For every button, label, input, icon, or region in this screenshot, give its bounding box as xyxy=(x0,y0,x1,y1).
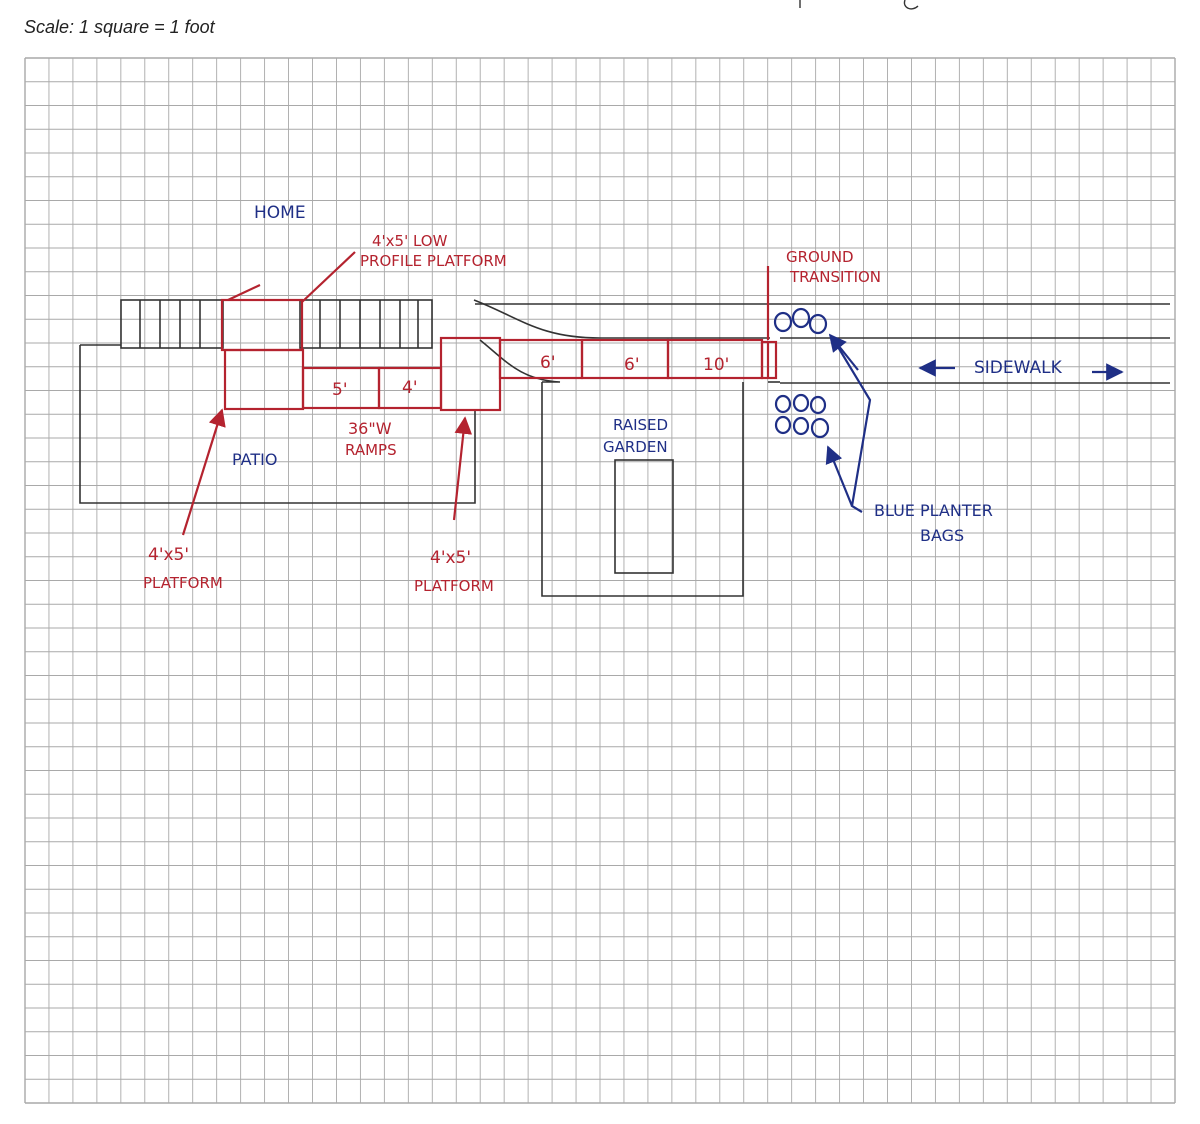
label-ground-transition-line2: TRANSITION xyxy=(789,268,881,286)
label-platform-left-line1: 4'x5' xyxy=(148,545,189,565)
ramp-layer xyxy=(181,251,778,536)
planter-bag xyxy=(792,416,810,436)
home-step-right xyxy=(299,299,433,349)
pencil-scribble xyxy=(799,0,919,10)
label-planter-bags-line1: BLUE PLANTER xyxy=(874,501,993,520)
garden-bed-inner xyxy=(614,459,674,574)
label-low-platform-line2: PROFILE PLATFORM xyxy=(360,252,507,270)
planter-layer xyxy=(773,307,1124,513)
label-ground-transition-line1: GROUND xyxy=(786,248,854,266)
planter-bag xyxy=(791,307,811,329)
label-ramps-caption-line2: RAMPS xyxy=(345,441,397,459)
platform-left xyxy=(223,348,305,411)
planter-bag xyxy=(808,313,828,335)
label-ramp-5ft: 5' xyxy=(332,380,348,400)
patio-outline xyxy=(79,345,476,504)
planter-bag xyxy=(773,311,793,333)
label-layer: HOME 4'x5' LOW PROFILE PLATFORM GROUND T… xyxy=(143,203,1063,595)
graph-paper-grid xyxy=(24,57,1176,1104)
label-ramps-caption-line1: 36"W xyxy=(348,419,392,438)
label-sidewalk: SIDEWALK xyxy=(974,358,1063,378)
arrow-platform-left xyxy=(181,408,226,536)
planter-bags-bracket xyxy=(831,336,872,513)
arrow-platform-mid xyxy=(452,416,473,521)
home-step-left xyxy=(120,299,224,349)
label-planter-bags-line2: BAGS xyxy=(920,526,964,545)
label-ramp-10ft: 10' xyxy=(703,355,729,375)
label-ramp-6ft-a: 6' xyxy=(540,353,556,373)
planter-bag xyxy=(774,394,792,414)
label-platform-mid-line1: 4'x5' xyxy=(430,548,471,568)
label-platform-mid-line2: PLATFORM xyxy=(414,577,494,595)
garden-bed-outer xyxy=(541,382,744,597)
walkway-curve-low xyxy=(479,339,561,383)
planter-bag xyxy=(774,415,792,435)
planter-bag xyxy=(792,393,810,413)
label-ramp-6ft-b: 6' xyxy=(624,355,640,375)
planter-bag xyxy=(809,395,827,415)
scale-caption: Scale: 1 square = 1 foot xyxy=(24,17,215,37)
label-low-platform-line1: 4'x5' LOW xyxy=(372,232,448,250)
label-raised-garden-line2: GARDEN xyxy=(603,438,668,456)
label-patio: PATIO xyxy=(232,450,277,469)
walkway-curve-top xyxy=(473,299,770,339)
label-home: HOME xyxy=(254,203,306,223)
platform-low-profile xyxy=(220,298,304,352)
planter-bag xyxy=(810,417,830,439)
label-ramp-4ft: 4' xyxy=(402,378,418,398)
label-raised-garden-line1: RAISED xyxy=(613,416,668,434)
label-platform-left-line2: PLATFORM xyxy=(143,574,223,592)
